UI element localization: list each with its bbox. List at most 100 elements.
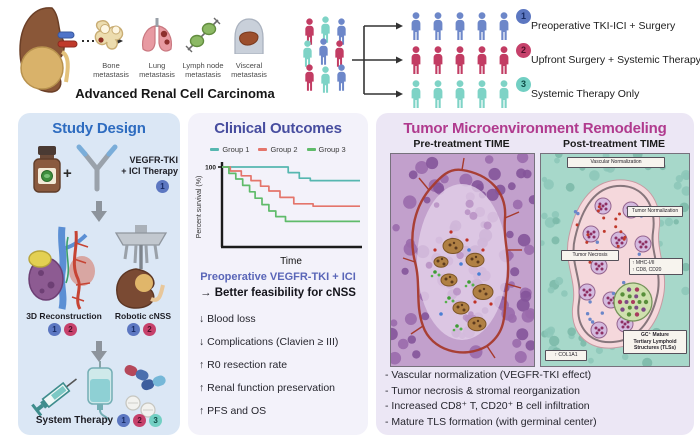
group-badge-2: 2 bbox=[516, 43, 531, 58]
person-icon bbox=[406, 46, 426, 74]
person-icon bbox=[494, 12, 514, 40]
person-icon bbox=[450, 12, 470, 40]
lung-icon bbox=[141, 18, 173, 52]
final-step-label: System Therapy bbox=[35, 415, 114, 426]
person-icon bbox=[300, 64, 319, 91]
bullet-item: - Mature TLS formation (with germinal ce… bbox=[385, 415, 597, 428]
tme-panel: Tumor Microenvironment Remodeling Pre-tr… bbox=[376, 113, 694, 435]
person-icon bbox=[314, 38, 333, 65]
pre-treatment-image bbox=[385, 151, 538, 367]
legend-item: Group 2 bbox=[258, 145, 298, 154]
study-design-title: Study Design bbox=[52, 120, 146, 137]
down-arrow-icon bbox=[91, 201, 107, 222]
bullet-item: ↑ Renal function preservation bbox=[199, 382, 335, 394]
syringe-icon bbox=[31, 378, 77, 417]
patient-cluster bbox=[298, 16, 354, 96]
group-label-2: Upfront Surgery + Systemic Therapy bbox=[531, 54, 700, 66]
person-icon bbox=[298, 40, 317, 67]
3d-reconstruction-image bbox=[28, 226, 95, 310]
antibody-icon bbox=[76, 144, 118, 192]
clinical-outcomes-title: Clinical Outcomes bbox=[214, 120, 342, 137]
down-arrow-icon bbox=[91, 341, 107, 362]
bullet-item: - Increased CD8⁺ T, CD20⁺ B cell infiltr… bbox=[385, 400, 590, 412]
person-icon bbox=[406, 12, 426, 40]
branch-arrows bbox=[352, 22, 403, 98]
person-icon bbox=[494, 80, 514, 108]
tablet-pills-icon bbox=[125, 395, 156, 418]
annotation-tumor-necrosis: Tumor Necrosis bbox=[561, 250, 619, 261]
group-badge-3: 3 bbox=[149, 414, 163, 427]
bullet-item: ↓ Complications (Clavien ≥ III) bbox=[199, 336, 339, 348]
disease-title: Advanced Renal Cell Carcinoma bbox=[75, 86, 275, 101]
group-badge-1: 1 bbox=[127, 323, 140, 336]
highlight-line1: Preoperative VEGFR-TKI + ICI bbox=[200, 271, 356, 283]
legend-dash bbox=[258, 148, 268, 151]
therapy-badges: 1 bbox=[156, 180, 169, 193]
bullet-item: - Vascular normalization (VEGFR-TKI effe… bbox=[385, 369, 592, 381]
person-icon bbox=[428, 80, 448, 108]
group-badge-1: 1 bbox=[117, 414, 131, 427]
group-badge-2: 2 bbox=[133, 414, 147, 427]
tme-title: Tumor Microenvironment Remodeling bbox=[403, 120, 667, 137]
person-icon bbox=[450, 80, 470, 108]
annotation-col1a1: ↑ COL1A1 bbox=[545, 350, 587, 361]
person-icon bbox=[472, 12, 492, 40]
step-label-3d: 3D Reconstruction bbox=[26, 311, 102, 321]
study-design-panel: Study Design + VEGFR-TKI + ICI Therapy 1 bbox=[18, 113, 180, 435]
bullet-item: ↑ PFS and OS bbox=[199, 405, 267, 417]
person-icon bbox=[316, 66, 335, 93]
pre-treatment-label: Pre-treatment TIME bbox=[413, 138, 510, 150]
lymph-node-icon bbox=[185, 17, 221, 53]
legend-item: Group 3 bbox=[306, 145, 346, 154]
outcome-bullets: ↓ Blood loss ↓ Complications (Clavien ≥ I… bbox=[199, 313, 338, 428]
post-treatment-image: Vascular Normalization Tumor Normalizati… bbox=[539, 149, 692, 368]
group-label-3: Systemic Therapy Only bbox=[531, 88, 640, 100]
group-badge-1: 1 bbox=[48, 323, 61, 336]
group-badge-2: 2 bbox=[143, 323, 156, 336]
kidney-tumor-icon bbox=[19, 7, 78, 93]
plus-sign: + bbox=[63, 165, 72, 182]
annotation-markers: ↑ MHC-I/II ↑ CD8, CD20 bbox=[629, 258, 683, 275]
person-icon bbox=[472, 46, 492, 74]
svg-text:100: 100 bbox=[205, 165, 216, 172]
step-label-robotic: Robotic cNSS bbox=[114, 311, 172, 321]
capsule-pills-icon bbox=[124, 365, 166, 391]
person-icon bbox=[332, 18, 351, 45]
person-icon bbox=[332, 64, 351, 91]
svg-text:Percent survival (%): Percent survival (%) bbox=[196, 176, 203, 239]
bullet-item: ↓ Blood loss bbox=[199, 313, 256, 325]
iv-bag-icon bbox=[87, 361, 113, 421]
legend-dash bbox=[210, 148, 220, 151]
post-treatment-label: Post-treatment TIME bbox=[562, 138, 666, 150]
person-icon bbox=[330, 40, 349, 67]
bullet-item: - Tumor necrosis & stromal reorganizatio… bbox=[385, 384, 580, 397]
legend-dash bbox=[306, 148, 316, 151]
bone-icon bbox=[94, 20, 124, 50]
group-badge-1: 1 bbox=[156, 180, 169, 193]
group-badge-3: 3 bbox=[516, 77, 531, 92]
legend-item: Group 1 bbox=[210, 145, 249, 154]
robotic-arm-kidney-image bbox=[114, 225, 168, 309]
visceral-icon bbox=[234, 18, 264, 55]
person-icon bbox=[450, 46, 470, 74]
therapy-label-line1: VEGFR-TKI bbox=[129, 155, 179, 165]
person-icon bbox=[494, 46, 514, 74]
annotation-tls: GC⁺ Mature Tertiary Lymphoid Structures … bbox=[623, 330, 687, 354]
person-icon bbox=[316, 16, 335, 43]
highlight-line2: → Better feasibility for cNSS bbox=[200, 287, 356, 299]
